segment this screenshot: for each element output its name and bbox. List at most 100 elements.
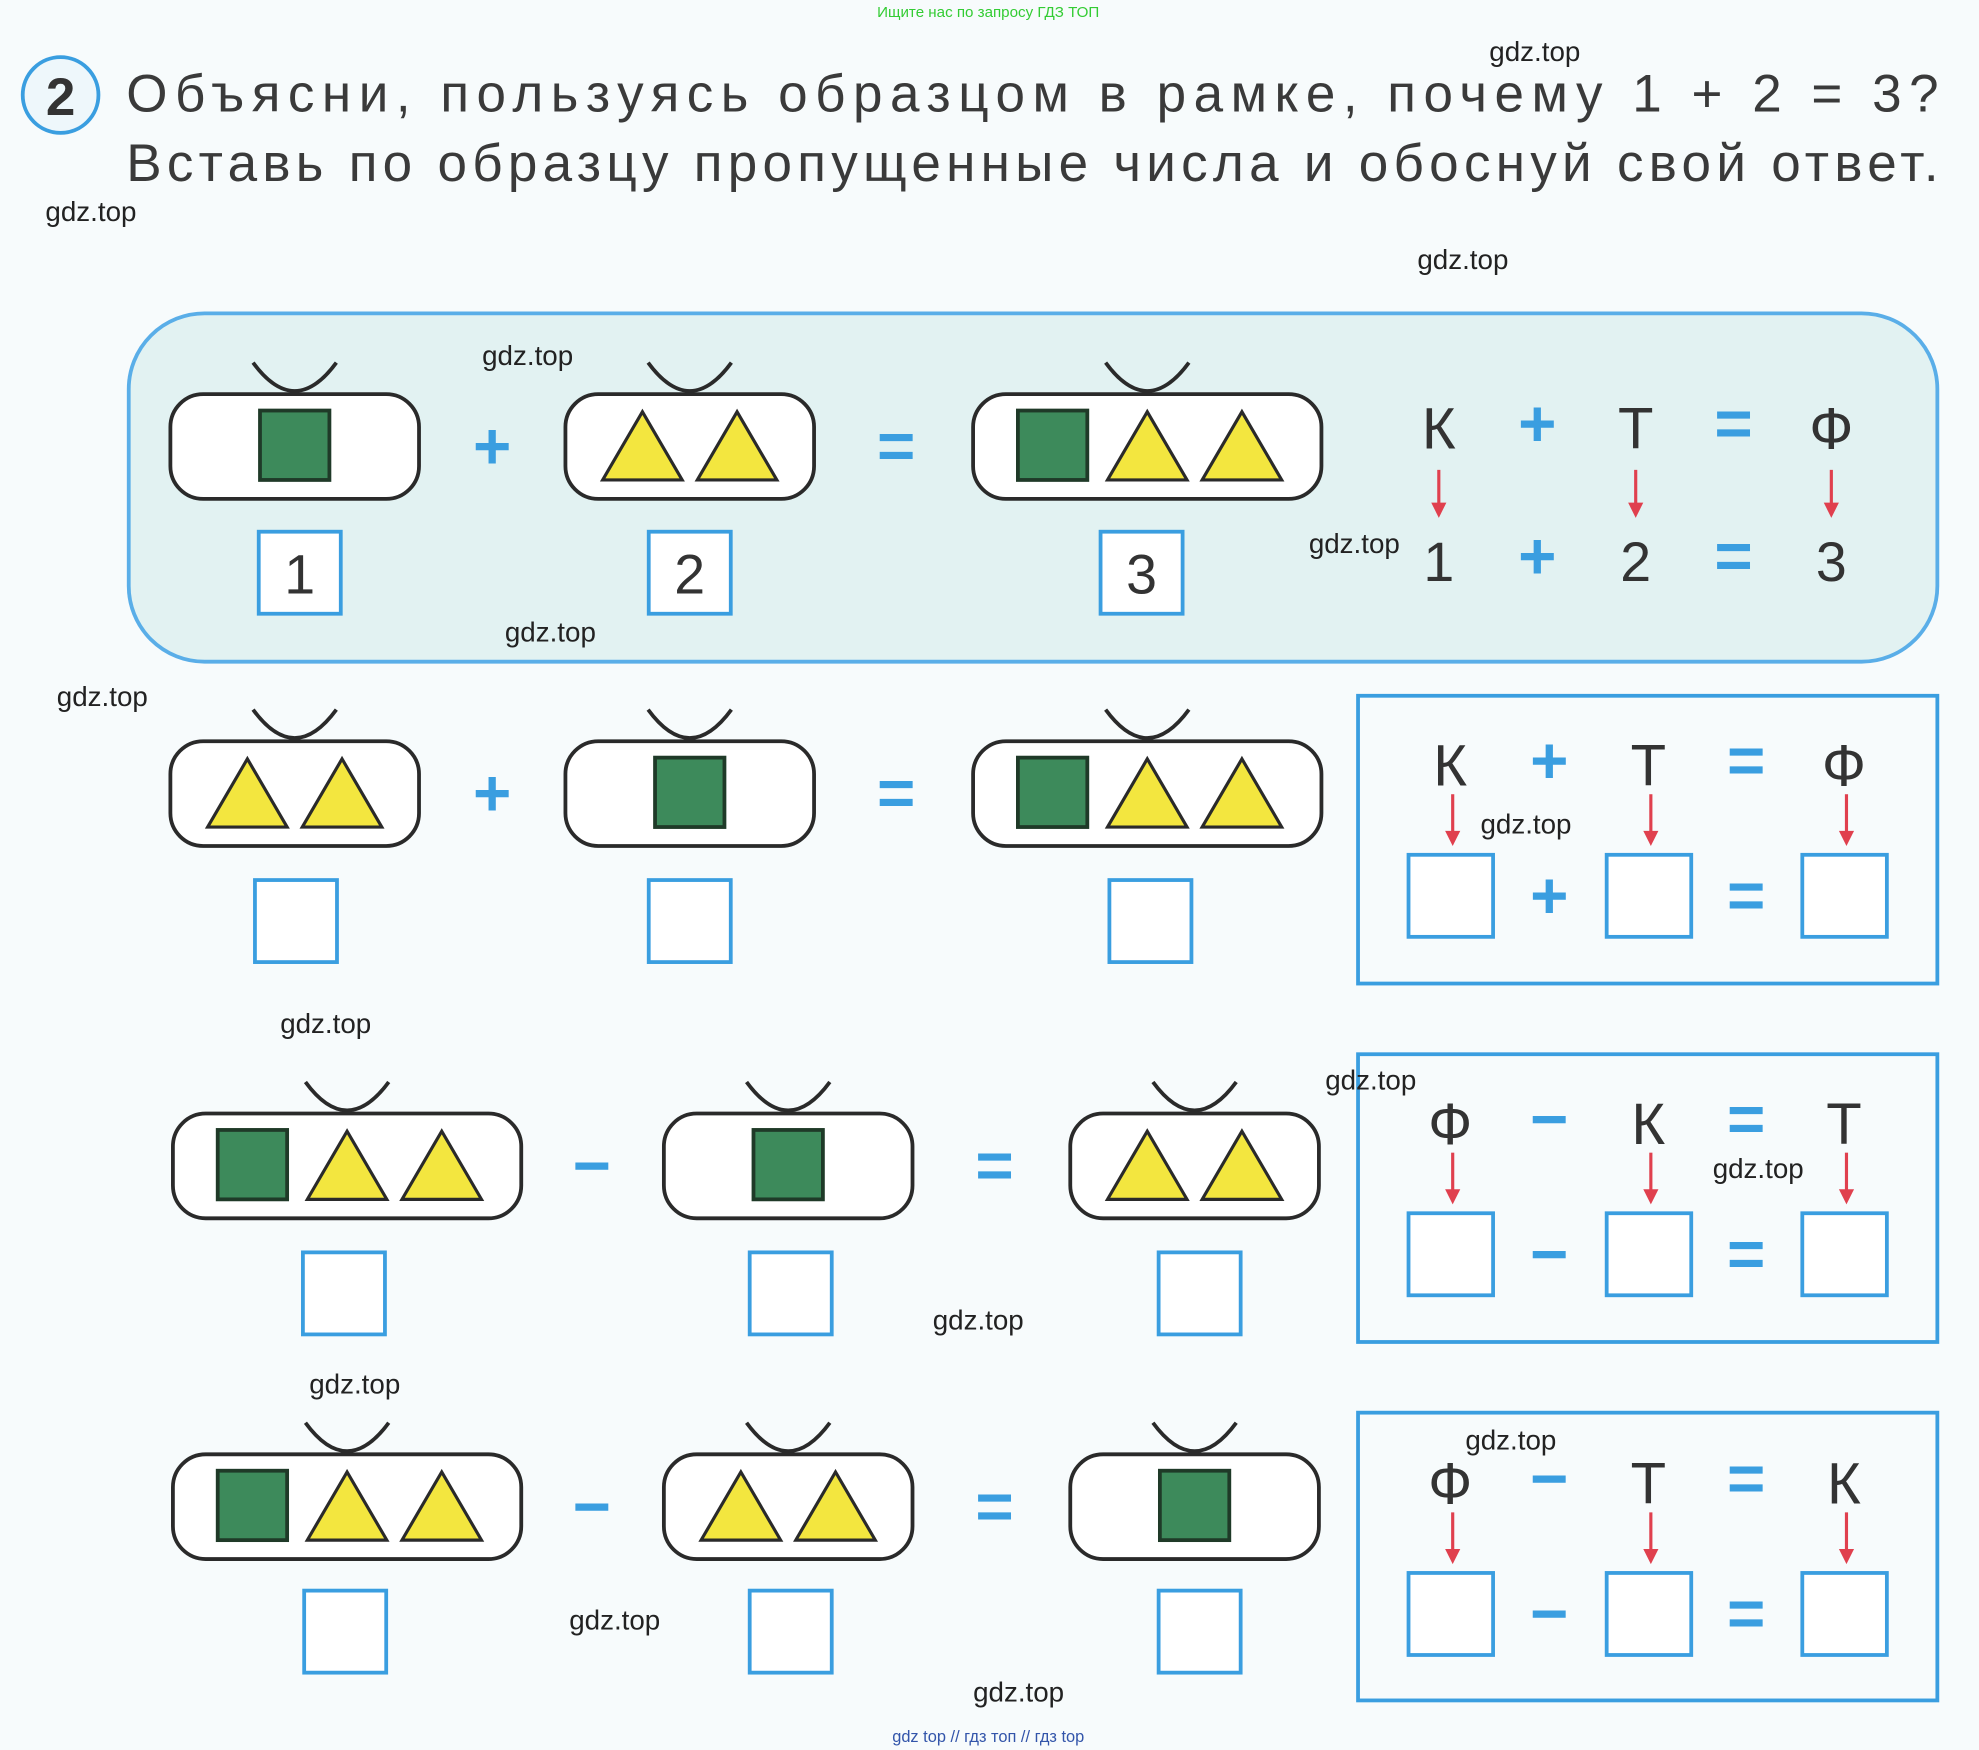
yellow-triangle	[299, 755, 385, 829]
formula-frame	[1356, 1052, 1940, 1344]
plus-sign: +	[1530, 724, 1568, 797]
watermark-text: gdz.top	[1309, 528, 1400, 559]
answer-box	[646, 529, 733, 616]
yellow-triangle	[1104, 408, 1190, 482]
equals-sign: =	[1727, 1577, 1765, 1650]
watermark-text: gdz.top	[1465, 1424, 1556, 1455]
plus-sign: +	[473, 757, 511, 830]
equals-sign: =	[1727, 1082, 1765, 1155]
watermark-text: gdz.top	[1713, 1153, 1804, 1184]
arrow-head-icon	[1643, 1548, 1659, 1565]
formula-answer-box[interactable]	[1604, 1571, 1694, 1657]
formula-letter: Ф	[1428, 1452, 1472, 1517]
formula-answer-box[interactable]	[1406, 1571, 1495, 1657]
formula-answer-box[interactable]	[1406, 852, 1495, 939]
task-line-1: Объясни, пользуясь образцом в рамке, поч…	[126, 64, 1938, 123]
yellow-triangle	[793, 1468, 879, 1542]
formula-answer-box[interactable]	[1800, 1211, 1889, 1298]
yellow-triangle	[399, 1468, 485, 1542]
arrow-head-icon	[1643, 1189, 1659, 1205]
yellow-triangle	[204, 755, 290, 829]
arrow-head-icon	[1838, 830, 1855, 846]
shape-group	[661, 1452, 915, 1561]
yellow-triangle	[304, 1128, 390, 1201]
yellow-triangle	[1199, 408, 1285, 482]
formula-letter: Ф	[1809, 396, 1853, 461]
plus-sign: +	[1518, 387, 1556, 460]
formula-letter: Т	[1631, 733, 1666, 798]
answer-box[interactable]	[1156, 1588, 1243, 1675]
answer-box[interactable]	[301, 1250, 387, 1337]
green-square	[258, 408, 332, 482]
arrow-head-icon	[1838, 1548, 1855, 1565]
watermark-text: gdz.top	[933, 1304, 1024, 1335]
formula-answer-box[interactable]	[1604, 852, 1694, 939]
formula-letter: К	[1433, 733, 1467, 798]
minus-sign: −	[573, 1129, 611, 1202]
minus-sign: −	[1530, 1577, 1568, 1650]
arrow-head-icon	[1628, 502, 1644, 518]
answer-box	[1098, 529, 1185, 616]
yellow-triangle	[1104, 1128, 1190, 1201]
green-square	[215, 1468, 290, 1543]
equals-sign: =	[877, 410, 915, 483]
grouping-arc	[646, 361, 733, 393]
answer-box	[256, 529, 343, 616]
equals-sign: =	[975, 1129, 1013, 1202]
plus-sign: +	[1530, 859, 1568, 932]
green-square	[653, 755, 727, 829]
watermark-text: gdz.top	[45, 196, 136, 227]
answer-value: 3	[1126, 544, 1157, 606]
watermark-text: gdz.top	[1489, 36, 1580, 67]
watermark-text: gdz.top	[1417, 244, 1508, 275]
formula-answer-box[interactable]	[1406, 1211, 1495, 1298]
minus-sign: −	[1530, 1082, 1568, 1155]
grouping-arc	[1151, 1080, 1238, 1113]
answer-box[interactable]	[302, 1588, 389, 1675]
answer-box[interactable]	[253, 878, 339, 964]
yellow-triangle	[1199, 1128, 1285, 1201]
watermark-text: gdz.top	[1325, 1065, 1416, 1096]
task-line-2: Вставь по образцу пропущенные числа и об…	[126, 134, 1938, 193]
top-banner: Ищите нас по запросу ГДЗ ТОП	[877, 4, 1099, 21]
minus-sign: −	[1530, 1217, 1568, 1290]
formula-letter: Т	[1631, 1452, 1666, 1517]
watermark-text: gdz.top	[309, 1369, 400, 1400]
answer-box[interactable]	[747, 1588, 834, 1675]
arrow-head-icon	[1838, 1189, 1855, 1205]
yellow-triangle	[399, 1128, 485, 1201]
arrow-head-icon	[1445, 830, 1461, 846]
formula-answer-box[interactable]	[1604, 1211, 1694, 1298]
watermark-text: gdz.top	[569, 1605, 660, 1636]
grouping-arc	[745, 1080, 832, 1113]
answer-box[interactable]	[646, 878, 733, 964]
formula-letter: Т	[1826, 1092, 1861, 1157]
grouping-arc	[251, 708, 338, 740]
answer-box[interactable]	[747, 1250, 834, 1337]
grouping-arc	[646, 708, 733, 740]
formula-answer-box[interactable]	[1800, 1571, 1889, 1657]
answer-value: 2	[674, 544, 705, 606]
grouping-arc	[303, 1421, 391, 1454]
task-number: 2	[46, 68, 75, 127]
green-square	[751, 1128, 825, 1202]
formula-letter: К	[1631, 1092, 1665, 1157]
formula-frame	[1356, 1410, 1940, 1703]
green-square	[1016, 408, 1090, 482]
formula-frame	[1356, 693, 1940, 986]
equals-sign: =	[975, 1470, 1013, 1543]
watermark-text: gdz.top	[973, 1677, 1064, 1708]
shape-group	[1068, 1111, 1321, 1221]
answer-box[interactable]	[1156, 1250, 1243, 1337]
answer-box[interactable]	[1107, 878, 1194, 964]
arrow-head-icon	[1445, 1189, 1461, 1205]
equals-sign: =	[1714, 519, 1752, 592]
equals-sign: =	[1727, 1442, 1765, 1515]
formula-answer-box[interactable]	[1800, 852, 1889, 939]
